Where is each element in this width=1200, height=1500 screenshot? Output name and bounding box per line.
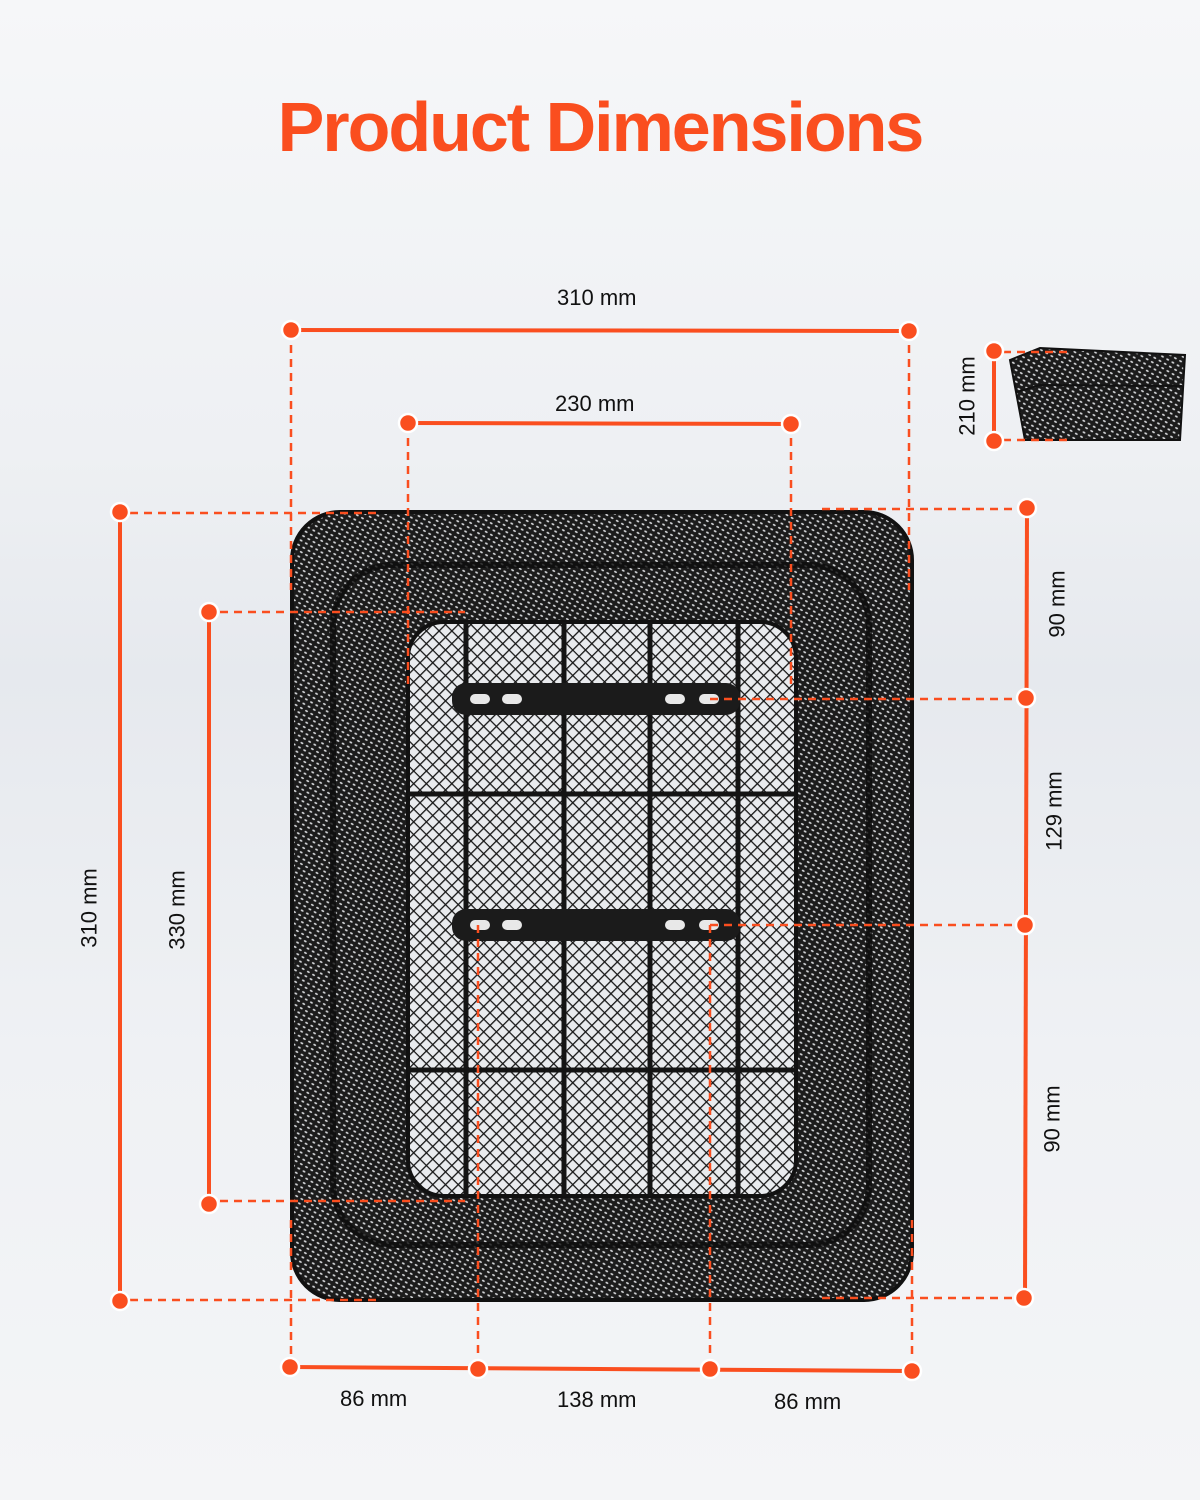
label-left-length-outer: 310 mm (76, 868, 102, 948)
page-title: Product Dimensions (277, 88, 925, 166)
mounting-plate-bottom (452, 909, 740, 941)
label-left-length-inner: 330 mm (164, 870, 190, 950)
label-bottom-segment-middle: 138 mm (557, 1387, 637, 1412)
basket-side-view (1008, 346, 1187, 441)
dimension-lines (118, 328, 1029, 1373)
label-bottom-segment-left: 86 mm (340, 1386, 408, 1411)
label-top-width-inner: 230 mm (555, 391, 635, 416)
label-right-segment-middle: 129 mm (1041, 771, 1067, 851)
mounting-plate-top (452, 683, 740, 715)
extension-lines (130, 345, 1070, 1360)
label-top-width-outer: 310 mm (557, 285, 637, 310)
basket-top-view (290, 510, 914, 1302)
label-right-segment-bottom: 90 mm (1039, 1085, 1065, 1153)
label-right-segment-top: 90 mm (1044, 570, 1070, 638)
dimension-endpoints (109, 319, 1038, 1382)
label-bottom-segment-right: 86 mm (774, 1389, 842, 1414)
label-side-height: 210 mm (954, 356, 980, 436)
